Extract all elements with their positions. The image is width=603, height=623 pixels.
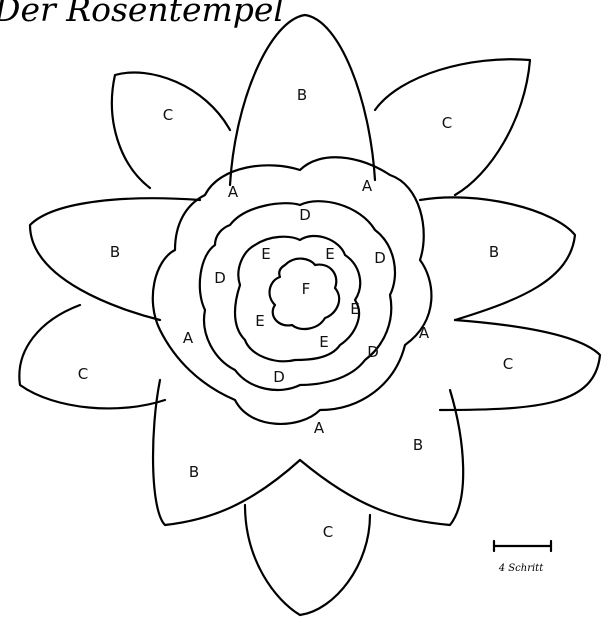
petal-bottom-left (153, 380, 300, 525)
petal-bottom (245, 505, 370, 615)
label-ring-a: A (228, 183, 239, 201)
label-ring-e: E (255, 312, 264, 330)
label-outer-top-right: C (442, 114, 452, 132)
label-outer-bottom-right-c: C (503, 355, 513, 373)
label-ring-a: A (314, 419, 325, 437)
label-outer-bottom: C (323, 523, 333, 541)
label-ring-d: D (299, 206, 311, 224)
label-ring-a: A (183, 329, 194, 347)
map-title: Der Rosentempel (0, 0, 284, 29)
petal-top-right (375, 59, 530, 195)
label-outer-right: B (489, 243, 499, 261)
label-ring-e: E (319, 333, 328, 351)
label-center: F (302, 280, 311, 298)
label-ring-e: E (261, 245, 270, 263)
label-outer-bottom-left-b: B (189, 463, 199, 481)
section-labels: B C C B B C C B B C A A A A A D D D D D … (78, 86, 513, 541)
inner-rings (153, 157, 432, 424)
label-outer-top-left: C (163, 106, 173, 124)
petal-bottom-left-outer (19, 305, 165, 408)
scale-bar: 4 Schritt (494, 541, 551, 574)
outer-petals (19, 15, 600, 615)
label-outer-bottom-left-c: C (78, 365, 88, 383)
label-ring-a: A (362, 177, 373, 195)
label-outer-top: B (297, 86, 307, 104)
ring-a (153, 157, 432, 424)
label-ring-d: D (214, 269, 226, 287)
ring-e (235, 236, 360, 361)
ring-d (200, 201, 395, 390)
scale-label: 4 Schritt (498, 563, 544, 574)
petal-top-left (112, 72, 230, 188)
label-ring-d: D (273, 368, 285, 386)
label-outer-left: B (110, 243, 120, 261)
label-ring-e: E (350, 300, 359, 318)
label-ring-e: E (325, 245, 334, 263)
label-ring-a: A (419, 324, 430, 342)
label-outer-bottom-right-b: B (413, 436, 423, 454)
label-ring-d: D (367, 343, 379, 361)
label-ring-d: D (374, 249, 386, 267)
petal-bottom-right-outer (440, 320, 600, 410)
